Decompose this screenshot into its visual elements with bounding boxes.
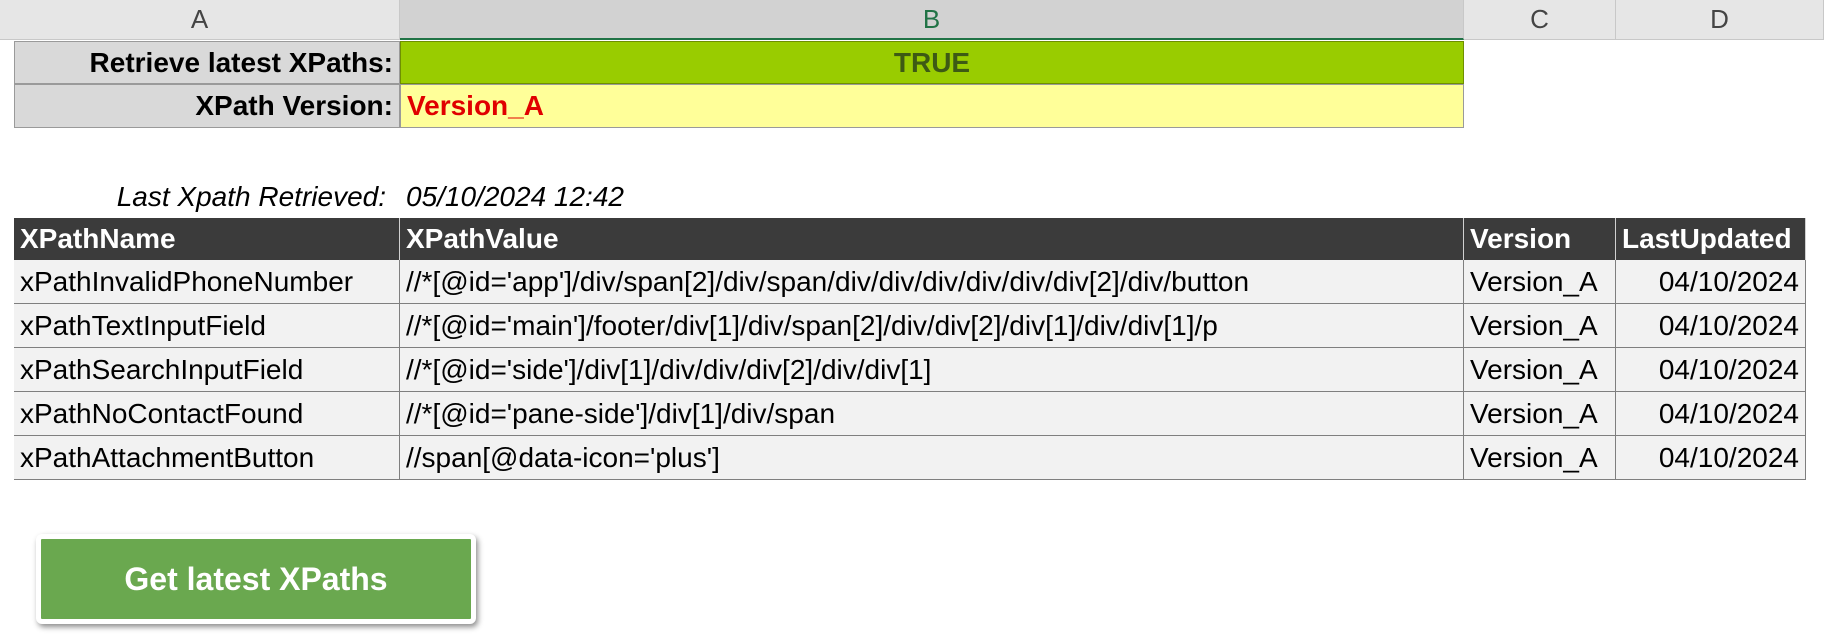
column-header-c[interactable]: C bbox=[1464, 0, 1616, 40]
xpath-version-label: XPath Version: bbox=[14, 84, 400, 128]
table-header-lastupdated[interactable]: LastUpdated bbox=[1616, 218, 1806, 260]
last-retrieved-value[interactable]: 05/10/2024 12:42 bbox=[406, 181, 624, 212]
table-cell-lastupdated[interactable]: 04/10/2024 bbox=[1616, 304, 1806, 348]
table-cell-lastupdated[interactable]: 04/10/2024 bbox=[1616, 260, 1806, 304]
table-cell-value[interactable]: //*[@id='pane-side']/div[1]/div/span bbox=[400, 392, 1464, 436]
table-cell-lastupdated[interactable]: 04/10/2024 bbox=[1616, 436, 1806, 480]
table-cell-value[interactable]: //span[@data-icon='plus'] bbox=[400, 436, 1464, 480]
table-cell-name[interactable]: xPathSearchInputField bbox=[14, 348, 400, 392]
xpath-version-value-cell[interactable]: Version_A bbox=[400, 84, 1464, 128]
table-cell-name[interactable]: xPathTextInputField bbox=[14, 304, 400, 348]
table-cell-name[interactable]: xPathAttachmentButton bbox=[14, 436, 400, 480]
retrieve-latest-value-cell[interactable]: TRUE bbox=[400, 41, 1464, 84]
retrieve-latest-label: Retrieve latest XPaths: bbox=[14, 41, 400, 84]
table-cell-version[interactable]: Version_A bbox=[1464, 392, 1616, 436]
table-header-version[interactable]: Version bbox=[1464, 218, 1616, 260]
table-cell-version[interactable]: Version_A bbox=[1464, 260, 1616, 304]
table-cell-lastupdated[interactable]: 04/10/2024 bbox=[1616, 348, 1806, 392]
table-cell-value[interactable]: //*[@id='side']/div[1]/div/div/div[2]/di… bbox=[400, 348, 1464, 392]
table-cell-name[interactable]: xPathInvalidPhoneNumber bbox=[14, 260, 400, 304]
table-cell-name[interactable]: xPathNoContactFound bbox=[14, 392, 400, 436]
column-header-a[interactable]: A bbox=[0, 0, 400, 40]
table-header-xpathvalue[interactable]: XPathValue bbox=[400, 218, 1464, 260]
get-latest-xpaths-button[interactable]: Get latest XPaths bbox=[36, 534, 476, 624]
table-cell-version[interactable]: Version_A bbox=[1464, 348, 1616, 392]
table-cell-value[interactable]: //*[@id='app']/div/span[2]/div/span/div/… bbox=[400, 260, 1464, 304]
table-cell-version[interactable]: Version_A bbox=[1464, 436, 1616, 480]
table-cell-lastupdated[interactable]: 04/10/2024 bbox=[1616, 392, 1806, 436]
table-cell-version[interactable]: Version_A bbox=[1464, 304, 1616, 348]
table-cell-value[interactable]: //*[@id='main']/footer/div[1]/div/span[2… bbox=[400, 304, 1464, 348]
last-retrieved-label: Last Xpath Retrieved: bbox=[116, 181, 386, 212]
column-header-b[interactable]: B bbox=[400, 0, 1464, 40]
column-header-d[interactable]: D bbox=[1616, 0, 1824, 40]
table-header-xpathname[interactable]: XPathName bbox=[14, 218, 400, 260]
